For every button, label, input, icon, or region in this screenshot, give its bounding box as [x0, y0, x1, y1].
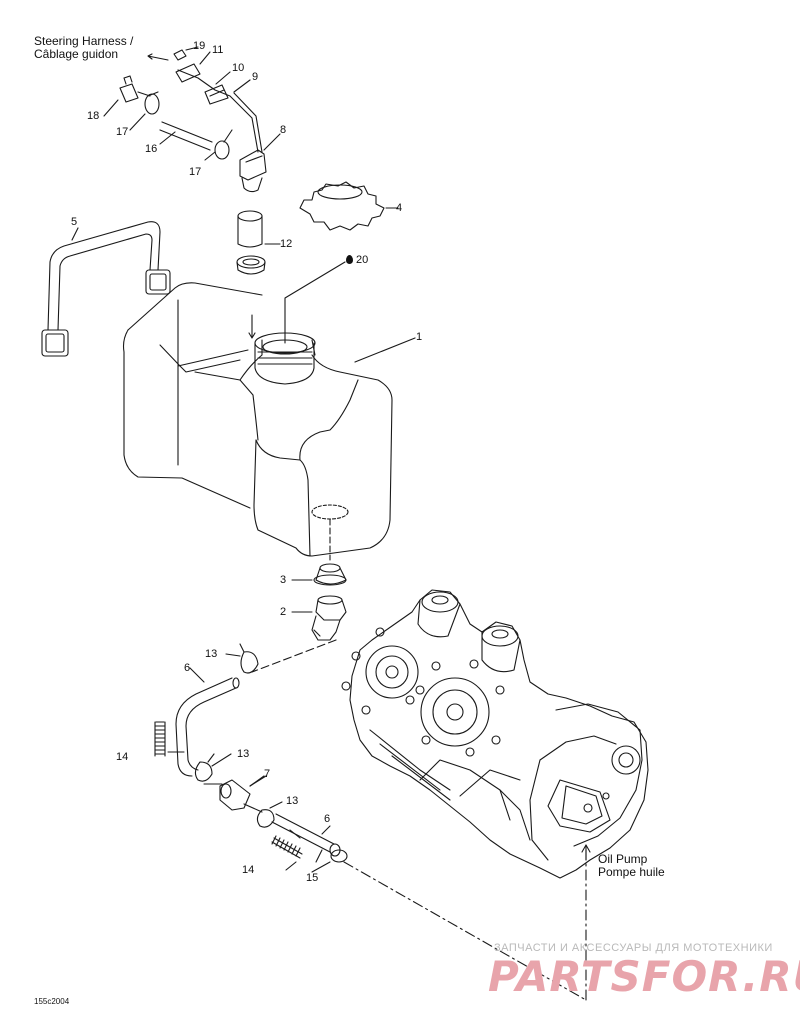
part-label-6a: 6: [184, 662, 191, 674]
part-label-17a: 17: [116, 126, 129, 138]
leader-20: [284, 261, 346, 344]
part-label-14b: 14: [242, 864, 255, 876]
tank-strap: [41, 221, 171, 357]
part-label-10: 10: [232, 62, 245, 74]
part-label-3: 3: [280, 574, 287, 586]
oil-hose-upper: [175, 677, 240, 777]
oil-tank: [122, 282, 393, 561]
part-label-18: 18: [87, 110, 100, 122]
part-label-1: 1: [416, 331, 423, 343]
spring-14-lower: [271, 835, 303, 859]
clamp-13-top: [239, 643, 259, 674]
part-label-6b: 6: [324, 813, 331, 825]
part-label-20: 20: [356, 254, 369, 266]
part-label-8: 8: [280, 124, 287, 136]
clamp-13-lower: [256, 801, 283, 828]
pompe-huile-label: Pompe huile: [598, 865, 665, 879]
engine: [341, 589, 649, 879]
oil-pump-label: Oil Pump: [598, 852, 648, 866]
insert-arrow: [248, 314, 256, 339]
part-label-14a: 14: [116, 751, 129, 763]
part-label-19: 19: [193, 40, 206, 52]
part-label-2: 2: [280, 606, 287, 618]
level-sensor-assembly: [119, 49, 267, 275]
tank-cap: [299, 181, 399, 231]
part-label-5: 5: [71, 216, 78, 228]
part-label-17b: 17: [189, 166, 202, 178]
cablage-guidon-label: Câblage guidon: [34, 47, 119, 61]
leader-1: [354, 337, 416, 363]
part-label-15: 15: [306, 872, 319, 884]
part-label-11: 11: [212, 44, 224, 56]
watermark-brand: PARTSFOR.RU: [488, 952, 800, 1001]
steering-harness-label: Steering Harness /: [34, 34, 134, 48]
part-label-12: 12: [280, 238, 293, 250]
part-label-4: 4: [396, 202, 403, 214]
watermark-subtitle: ЗАПЧАСТИ И АКСЕССУАРЫ ДЛЯ МОТОТЕХНИКИ: [494, 942, 773, 954]
part-label-16: 16: [145, 143, 158, 155]
part-label-13c: 13: [286, 795, 299, 807]
outlet-fittings: [291, 563, 347, 641]
figure-code: 155c2004: [34, 997, 70, 1006]
lubricant-drop-icon: [346, 255, 353, 264]
clamp-15: [330, 849, 348, 863]
spring-14-upper: [154, 721, 166, 757]
part-label-7: 7: [264, 768, 271, 780]
clamp-13-mid: [194, 753, 215, 782]
part-label-9: 9: [252, 71, 259, 83]
part-label-13a: 13: [205, 648, 218, 660]
part-label-13b: 13: [237, 748, 250, 760]
